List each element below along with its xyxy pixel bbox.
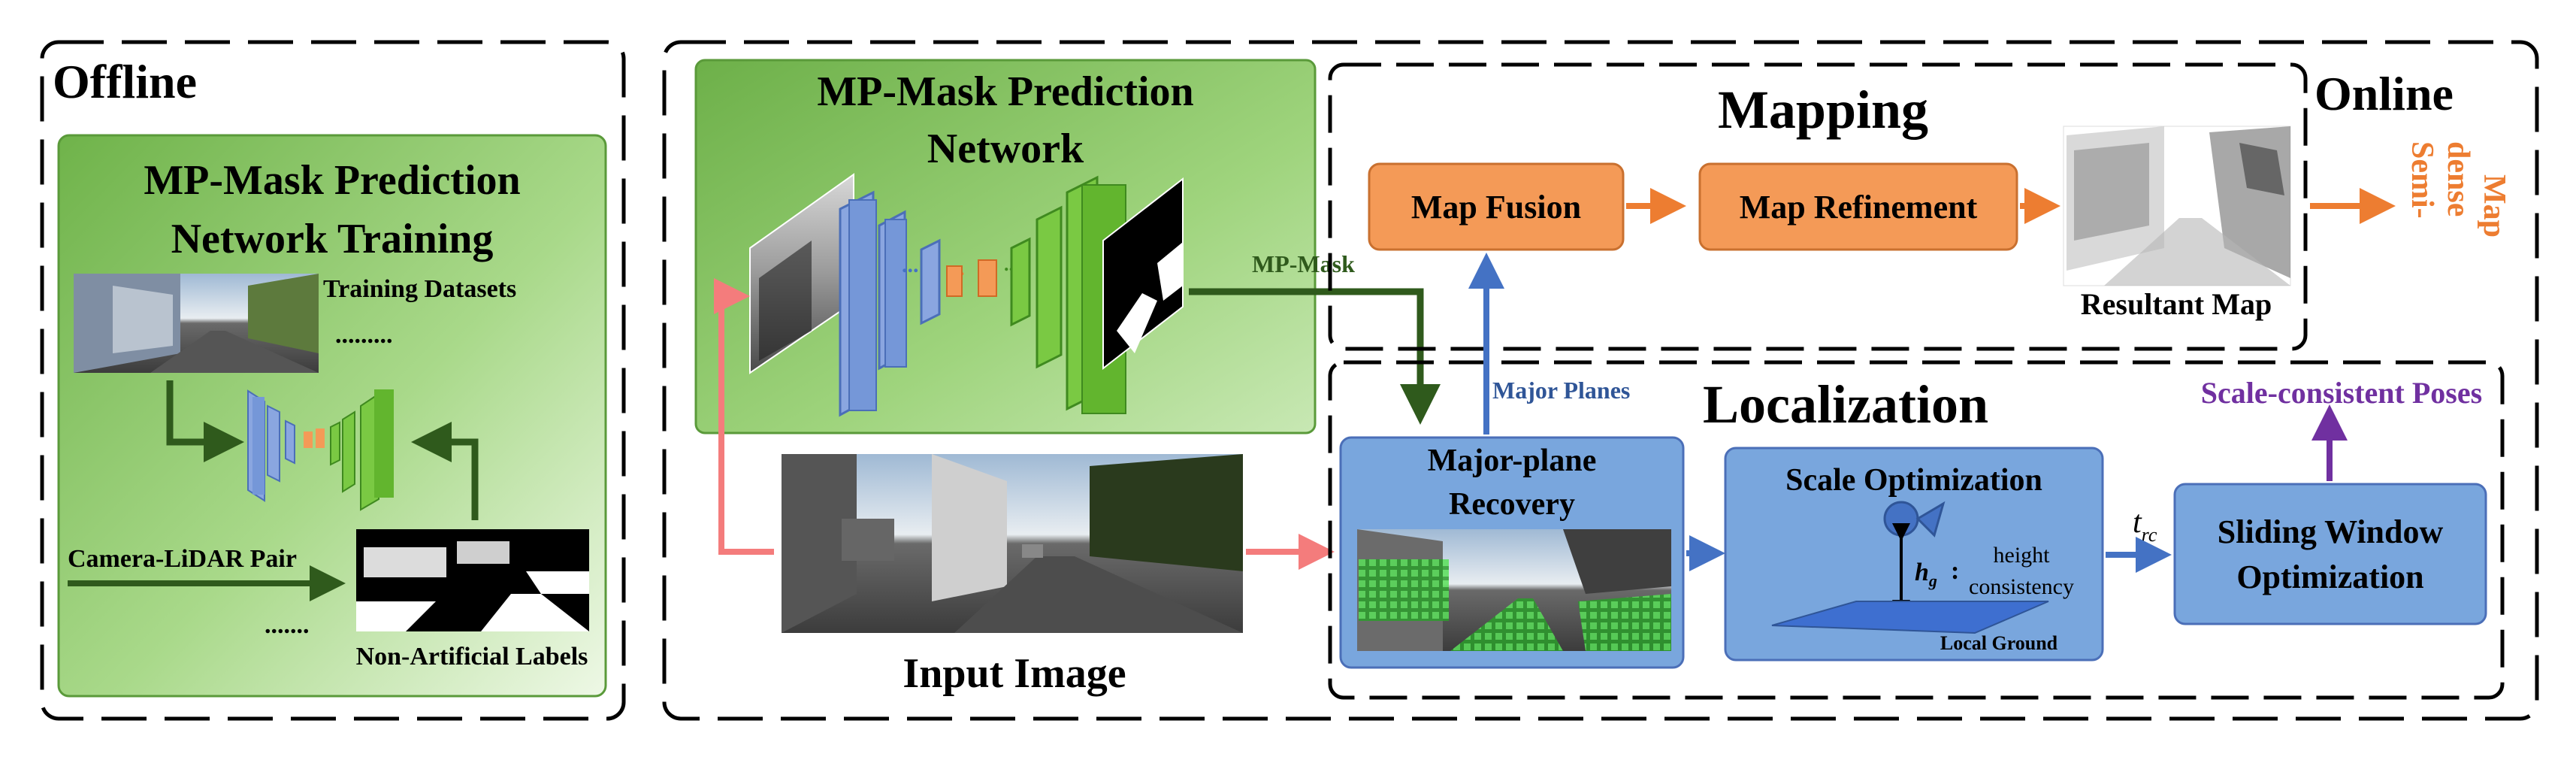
localization-dashed-frame <box>1328 360 2505 700</box>
input-image-label: Input Image <box>903 650 1126 697</box>
recovery-title-line2: Recovery <box>1449 487 1575 522</box>
t-rc-symbol: trc <box>2133 505 2157 546</box>
sliding-window-box <box>2173 483 2487 625</box>
prediction-network-title-line1: MP-Mask Prediction <box>817 68 1193 115</box>
recovery-title-line1: Major-plane <box>1428 444 1597 478</box>
resultant-map-label: Resultant Map <box>2081 287 2272 321</box>
offline-title: Offline <box>53 55 197 108</box>
hg-symbol: hg <box>1915 559 1937 590</box>
resultant-map-image <box>2063 126 2291 286</box>
non-artificial-label-image <box>356 529 589 631</box>
mapping-title: Mapping <box>1718 80 1928 140</box>
hg-colon: : <box>1951 557 1959 585</box>
camera-lidar-pair-label: Camera-LiDAR Pair <box>68 545 297 573</box>
input-image <box>782 454 1243 633</box>
height-label: height <box>1994 543 2051 568</box>
online-section: Online MP-Mask Prediction Network ... ..… <box>662 40 2539 721</box>
semi-dense-line3: Map <box>2477 174 2511 238</box>
semi-dense-line2: dense <box>2441 141 2475 216</box>
training-title-line2: Network Training <box>171 216 494 262</box>
local-ground-plane <box>1771 601 2049 634</box>
labels-to-network-arrow <box>411 422 479 520</box>
map-fusion-box <box>1368 162 1625 251</box>
offline-dashed-frame <box>40 40 626 721</box>
semi-dense-line1: Semi- <box>2405 141 2439 219</box>
sliding-window-line1: Sliding Window <box>2218 513 2444 550</box>
online-title: Online <box>2314 67 2454 120</box>
training-datasets-label: Training Datasets <box>323 275 516 303</box>
mp-mask-label: MP-Mask <box>1252 250 1355 277</box>
training-dots: ......... <box>335 321 393 349</box>
local-ground-label: Local Ground <box>1940 632 2058 654</box>
network-architecture-icon: ... ... ... <box>749 173 1184 417</box>
major-planes-label: Major Planes <box>1492 377 1630 404</box>
recovery-segmentation-image <box>1357 529 1671 651</box>
training-network-icon <box>247 389 394 511</box>
localization-title: Localization <box>1703 374 1988 435</box>
consistency-label: consistency <box>1969 574 2074 599</box>
semi-dense-map-output: Semi- dense Map <box>2405 141 2511 238</box>
online-dashed-frame <box>662 40 2539 721</box>
non-artificial-labels-label: Non-Artificial Labels <box>356 643 588 671</box>
prediction-network-title-line2: Network <box>927 126 1084 172</box>
training-dataset-image <box>74 274 319 373</box>
map-refinement-box <box>1698 162 2018 251</box>
mp-mask-arrow <box>1189 288 1441 425</box>
pair-dots: ....... <box>265 611 310 639</box>
input-to-network-arrow <box>714 278 774 555</box>
svg-text:...: ... <box>902 253 919 277</box>
training-title-line1: MP-Mask Prediction <box>144 157 520 204</box>
offline-section: Offline MP-Mask Prediction Network Train… <box>40 40 626 721</box>
dataset-to-network-arrow <box>166 380 244 462</box>
map-refinement-label: Map Refinement <box>1740 189 1978 226</box>
scale-optimization-title: Scale Optimization <box>1785 463 2042 498</box>
map-fusion-label: Map Fusion <box>1411 189 1581 226</box>
mapping-dashed-frame <box>1328 62 2308 351</box>
sliding-window-line2: Optimization <box>2236 559 2423 595</box>
scale-consistent-poses-label: Scale-consistent Poses <box>2201 376 2482 410</box>
